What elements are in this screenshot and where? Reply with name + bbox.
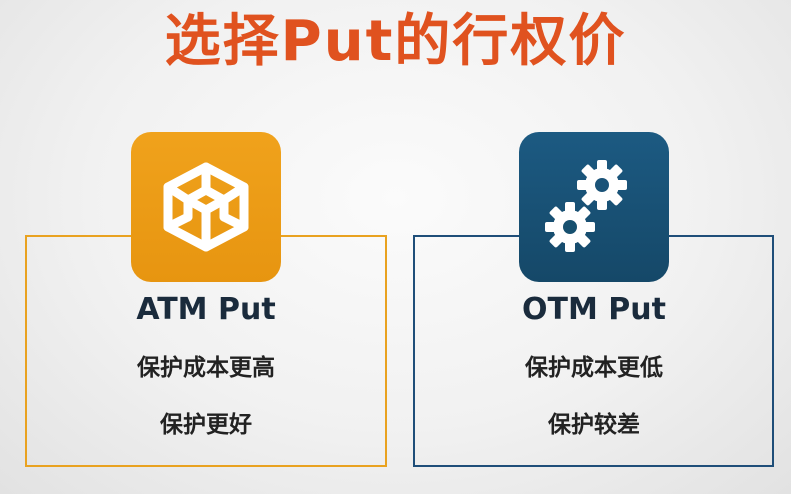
atm-line-protection: 保护更好 [160, 412, 252, 438]
cube-outline-icon [163, 162, 249, 252]
page-title: 选择Put的行权价 [164, 9, 627, 74]
atm-line-cost: 保护成本更高 [137, 355, 275, 381]
atm-icon-tile [131, 132, 281, 282]
otm-card-title: OTM Put [522, 292, 666, 327]
otm-line-protection: 保护较差 [548, 412, 640, 438]
gears-icon [545, 160, 627, 252]
atm-card-title: ATM Put [136, 292, 276, 327]
otm-icon-tile [519, 132, 669, 282]
otm-line-cost: 保护成本更低 [525, 355, 663, 381]
